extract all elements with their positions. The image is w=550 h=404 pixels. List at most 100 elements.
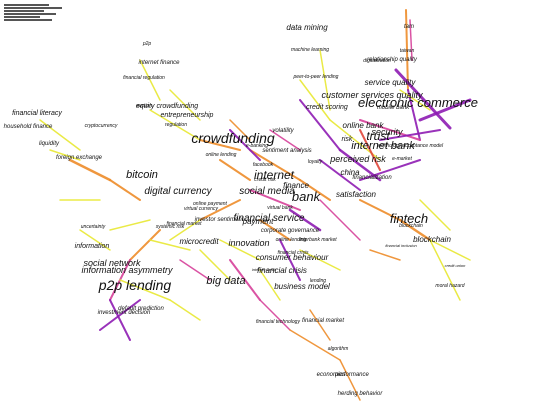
node-label: credit scoring [306, 104, 348, 111]
node-label: virtual bank [267, 205, 293, 211]
node-label: volatility [272, 128, 294, 134]
node-label: herding behavior [338, 391, 384, 397]
node-label: machine learning [291, 47, 329, 53]
node-label: internet bank [351, 140, 415, 152]
network-edge [119, 279, 171, 301]
network-edge [259, 219, 291, 241]
node-label: financialization [352, 175, 392, 181]
node-label: e-market [392, 156, 412, 162]
node-label: microcredit [179, 237, 219, 246]
node-label: china [340, 168, 360, 177]
node-label: mobile bank [377, 105, 410, 111]
network-edge [339, 359, 361, 401]
node-label: payment [242, 217, 274, 226]
network-edge [169, 219, 201, 241]
network-edge [259, 269, 281, 301]
network-edge [279, 239, 301, 281]
network-edge [409, 19, 413, 61]
network-edge [229, 259, 261, 301]
node-label: equity crowdfunding [136, 103, 198, 110]
network-edge [179, 259, 211, 281]
network-edge [379, 129, 441, 141]
node-label: financial regulation [123, 75, 165, 81]
node-label: corporate governance [261, 228, 320, 234]
node-label: trust [366, 129, 390, 143]
node-label: social network [83, 258, 141, 268]
node-label: electronic commerce [358, 95, 478, 110]
network-edge [288, 208, 322, 232]
node-label: technology acceptance model [377, 143, 444, 149]
network-edge [418, 98, 472, 122]
node-label: digital currency [144, 186, 212, 197]
node-label: financial technology [256, 319, 300, 325]
network-edge [319, 199, 361, 241]
node-label: social media [239, 186, 295, 197]
network-edge [399, 89, 431, 111]
node-label: credit union [445, 263, 466, 268]
node-label: entrepreneurship [161, 112, 214, 119]
node-label: interbank market [299, 237, 337, 243]
network-edge [407, 89, 421, 141]
network-edge [219, 159, 251, 181]
node-label: fintech [390, 211, 428, 226]
network-edge [369, 249, 401, 261]
node-label: online payment [193, 201, 228, 207]
network-edge [39, 119, 81, 151]
node-label: customer services quality [321, 90, 423, 100]
node-label: financial literacy [12, 110, 62, 117]
node-label: financial market [166, 221, 202, 227]
network-edge [319, 159, 361, 191]
node-label: security [371, 127, 403, 137]
network-edge [394, 68, 452, 130]
network-edge [405, 9, 409, 91]
network-edge [199, 249, 231, 281]
network-edge [169, 299, 201, 321]
network-edge [249, 149, 301, 181]
node-label: lending [310, 278, 326, 284]
node-label: auction [136, 103, 152, 109]
network-edge [309, 309, 331, 341]
network-edge [199, 199, 241, 221]
node-label: algorithm [328, 346, 349, 352]
node-label: cryptocurrency [85, 123, 118, 129]
network-edge [219, 239, 261, 261]
node-label: tam [404, 24, 414, 30]
node-label: investor sentiment [195, 217, 244, 223]
node-label: internet [254, 168, 295, 182]
node-label: sentiment analysis [262, 148, 311, 154]
node-label: loyalty [308, 159, 323, 165]
node-label: foreign exchange [56, 155, 103, 161]
edge-group [39, 9, 472, 401]
node-label: financial crisis [277, 250, 309, 256]
network-edge [269, 129, 301, 151]
network-edge [99, 299, 141, 331]
node-label: digitalization [363, 58, 391, 64]
network-edge [229, 129, 261, 161]
network-edge [79, 229, 111, 251]
node-label: online bank [343, 121, 385, 130]
network-edge [299, 99, 341, 151]
node-label: bank [292, 189, 322, 204]
node-label: information asymmetry [81, 265, 173, 275]
node-label: crowdfunding [191, 130, 274, 146]
node-label: blockchain [413, 235, 451, 244]
node-label: data mining [286, 23, 328, 32]
node-label: internet credit [252, 267, 277, 272]
node-label: household finance [4, 124, 53, 130]
network-edge [429, 239, 471, 261]
node-label: information [75, 243, 110, 250]
node-label: default prediction [118, 306, 164, 312]
node-label: internet finance [138, 60, 180, 66]
node-label: perceived risk [329, 154, 386, 164]
node-label: risk [342, 136, 353, 143]
node-label: bitcoin [126, 169, 158, 181]
network-edge [398, 218, 432, 242]
node-label: regulation [165, 122, 187, 128]
node-label: facebook [253, 162, 274, 168]
node-label: online lending [276, 237, 307, 243]
node-label: financial service [233, 213, 305, 224]
node-label: relationship quality [367, 57, 418, 63]
node-label: satisfaction [336, 190, 377, 199]
network-edge [359, 119, 421, 141]
